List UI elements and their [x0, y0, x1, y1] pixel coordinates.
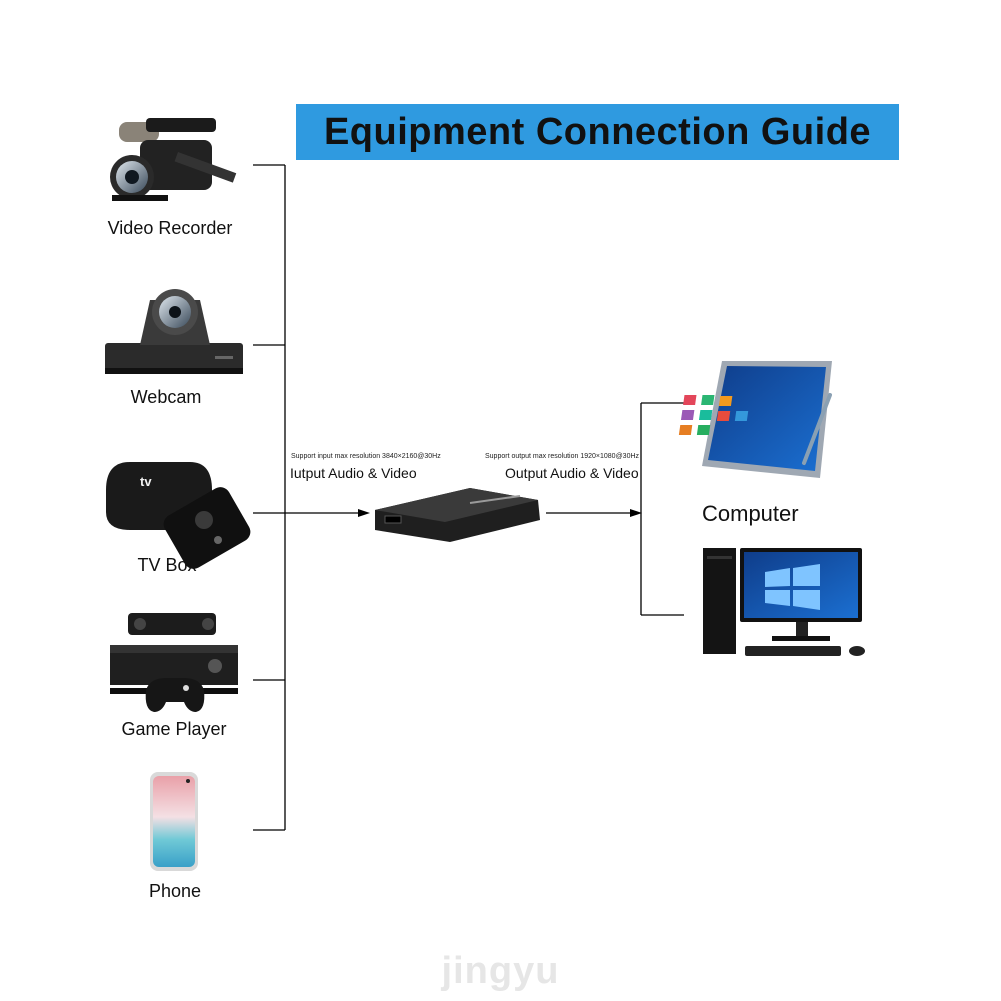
input-bus-lines: [253, 164, 360, 831]
target-label-computer: Computer: [702, 501, 799, 526]
output-label: Output Audio & Video: [505, 465, 639, 481]
tablet-pc-icon: [678, 361, 832, 478]
desktop-pc-icon: [703, 548, 865, 656]
output-arrow-head: [630, 509, 642, 517]
webcam-icon: [105, 289, 243, 374]
phone-icon: [150, 772, 198, 871]
input-label: Iutput Audio & Video: [290, 465, 417, 481]
capture-card-icon: [375, 488, 540, 542]
tv-logo-text: tv: [140, 474, 152, 489]
page-title: Equipment Connection Guide: [323, 110, 872, 153]
input-resolution-note: Support input max resolution 3840×2160@3…: [291, 453, 441, 460]
input-arrow-head: [358, 509, 370, 517]
game-console-icon: [110, 613, 238, 712]
watermark: jingyu: [441, 950, 560, 992]
source-label-webcam: Webcam: [130, 387, 202, 407]
title-banner: Equipment Connection Guide: [296, 104, 899, 160]
source-label-game-player: Game Player: [121, 719, 227, 739]
video-recorder-icon: [110, 118, 237, 201]
source-label-phone: Phone: [148, 881, 202, 901]
tv-box-icon: [106, 462, 251, 569]
output-resolution-note: Support output max resolution 1920×1080@…: [485, 453, 640, 460]
source-label-video-recorder: Video Recorder: [107, 218, 233, 238]
output-bus-lines: [546, 402, 684, 616]
source-label-tv-box: TV Box: [137, 555, 197, 575]
